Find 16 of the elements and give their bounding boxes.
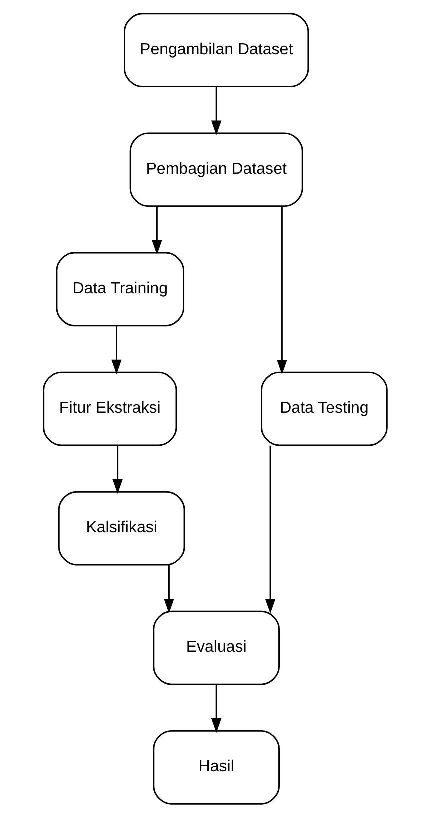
node-box: Hasil <box>152 730 280 805</box>
node-box: Data Training <box>56 252 184 327</box>
arrow <box>210 684 222 734</box>
node-box: Pembagian Dataset <box>129 132 303 208</box>
node-box: Pengambilan Dataset <box>124 13 309 88</box>
arrow <box>112 446 122 494</box>
node-box: Evaluasi <box>152 610 280 686</box>
node-box: Data Testing <box>260 372 388 446</box>
arrow <box>210 86 222 136</box>
arrow <box>264 446 276 614</box>
arrow <box>152 206 162 255</box>
arrow <box>164 565 174 614</box>
arrow <box>276 206 287 375</box>
arrow <box>111 326 122 374</box>
node-box: Kalsifikasi <box>58 491 185 566</box>
node-box: Fitur Ekstraksi <box>42 372 177 446</box>
